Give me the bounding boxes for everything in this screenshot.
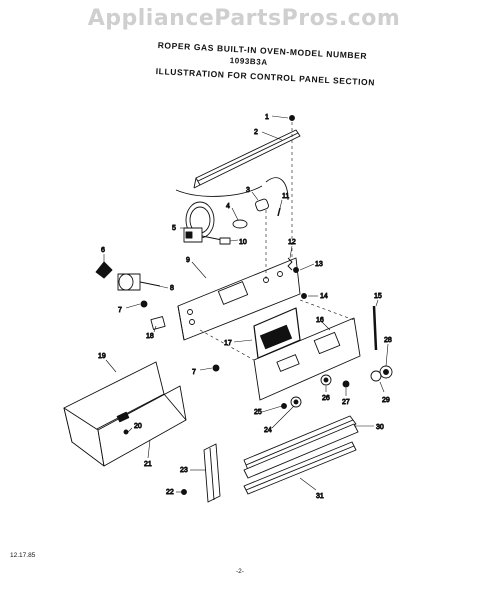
- part-28-knob: [379, 365, 393, 379]
- label-part-25: 25: [254, 409, 262, 416]
- part-16-panel-face: [253, 317, 361, 401]
- part-29-knob: [370, 370, 382, 382]
- part-10-clip: [219, 237, 231, 245]
- part-3-bushing: [255, 198, 269, 212]
- part-23-side-trim: [203, 443, 221, 503]
- part-5-thermostat: [183, 201, 223, 243]
- part-19-base-pan: [63, 361, 187, 467]
- part-number-labels: 1 2 3 4 5 6 7 8 9 10 11 12 13 14 15 16 1…: [98, 114, 393, 501]
- part-7-nut: [140, 300, 148, 308]
- part-24-knob: [290, 396, 302, 408]
- alignment-lines: [199, 122, 355, 361]
- label-part-2: 2: [254, 129, 258, 136]
- label-part-29: 29: [382, 397, 390, 404]
- label-part-10: 10: [239, 239, 247, 246]
- part-1-screw: [289, 115, 295, 121]
- label-part-30: 30: [376, 424, 384, 431]
- label-part-4: 4: [226, 203, 230, 210]
- label-part-11: 11: [282, 193, 289, 200]
- part-26-knob: [320, 374, 332, 386]
- part-6-knob: [95, 261, 113, 279]
- label-part-22: 22: [166, 489, 174, 496]
- watermark: AppliancePartsPros.com: [87, 6, 401, 31]
- part-11-screw: [277, 207, 281, 217]
- label-part-28: 28: [384, 337, 392, 344]
- wire-lead: [175, 185, 263, 197]
- label-part-26: 26: [322, 395, 330, 402]
- wire-lead-11: [265, 177, 289, 201]
- part-7-nut-lower: [212, 364, 220, 372]
- label-part-12: 12: [288, 239, 296, 246]
- label-part-27: 27: [342, 399, 350, 406]
- label-part-15: 15: [374, 293, 382, 300]
- part-20-screw: [123, 429, 129, 435]
- part-15-rod: [372, 305, 378, 351]
- leader-lines: [103, 115, 389, 493]
- part-22-screw: [181, 489, 187, 495]
- label-part-3: 3: [246, 187, 250, 194]
- label-part-8: 8: [170, 285, 174, 292]
- page-number: -2-: [236, 568, 244, 575]
- label-part-9: 9: [186, 257, 190, 264]
- label-part-5: 5: [172, 225, 176, 232]
- part-17-clock: [253, 307, 301, 359]
- label-part-6: 6: [101, 247, 105, 254]
- part-30-trim-rail: [243, 415, 359, 479]
- label-part-17: 17: [224, 340, 232, 347]
- part-4-insert: [232, 219, 248, 229]
- part-27-nut: [342, 380, 350, 388]
- label-part-24: 24: [264, 427, 272, 434]
- label-part-14: 14: [320, 293, 328, 300]
- label-part-1: 1: [265, 114, 269, 121]
- part-8-switch: [117, 273, 161, 291]
- label-part-19: 19: [98, 353, 106, 360]
- label-part-21: 21: [144, 461, 152, 468]
- label-part-13: 13: [315, 261, 323, 268]
- part-9-panel-bracket: [177, 257, 301, 341]
- part-18-clip: [150, 316, 166, 330]
- label-part-23: 23: [180, 467, 188, 474]
- label-part-20: 20: [134, 423, 142, 430]
- footer-date: 12.17.85: [10, 552, 36, 559]
- label-part-7-lower: 7: [192, 369, 196, 376]
- label-part-18: 18: [146, 333, 154, 340]
- label-part-31: 31: [316, 493, 324, 500]
- part-2-trim-strip: [193, 129, 301, 189]
- part-12-spring: [287, 257, 293, 271]
- part-13-screw: [293, 267, 299, 273]
- label-part-16: 16: [316, 317, 324, 324]
- part-25-screw: [281, 403, 287, 409]
- part-31-trim-rail: [243, 441, 357, 495]
- part-14-screw: [301, 293, 307, 299]
- label-part-7: 7: [118, 307, 122, 314]
